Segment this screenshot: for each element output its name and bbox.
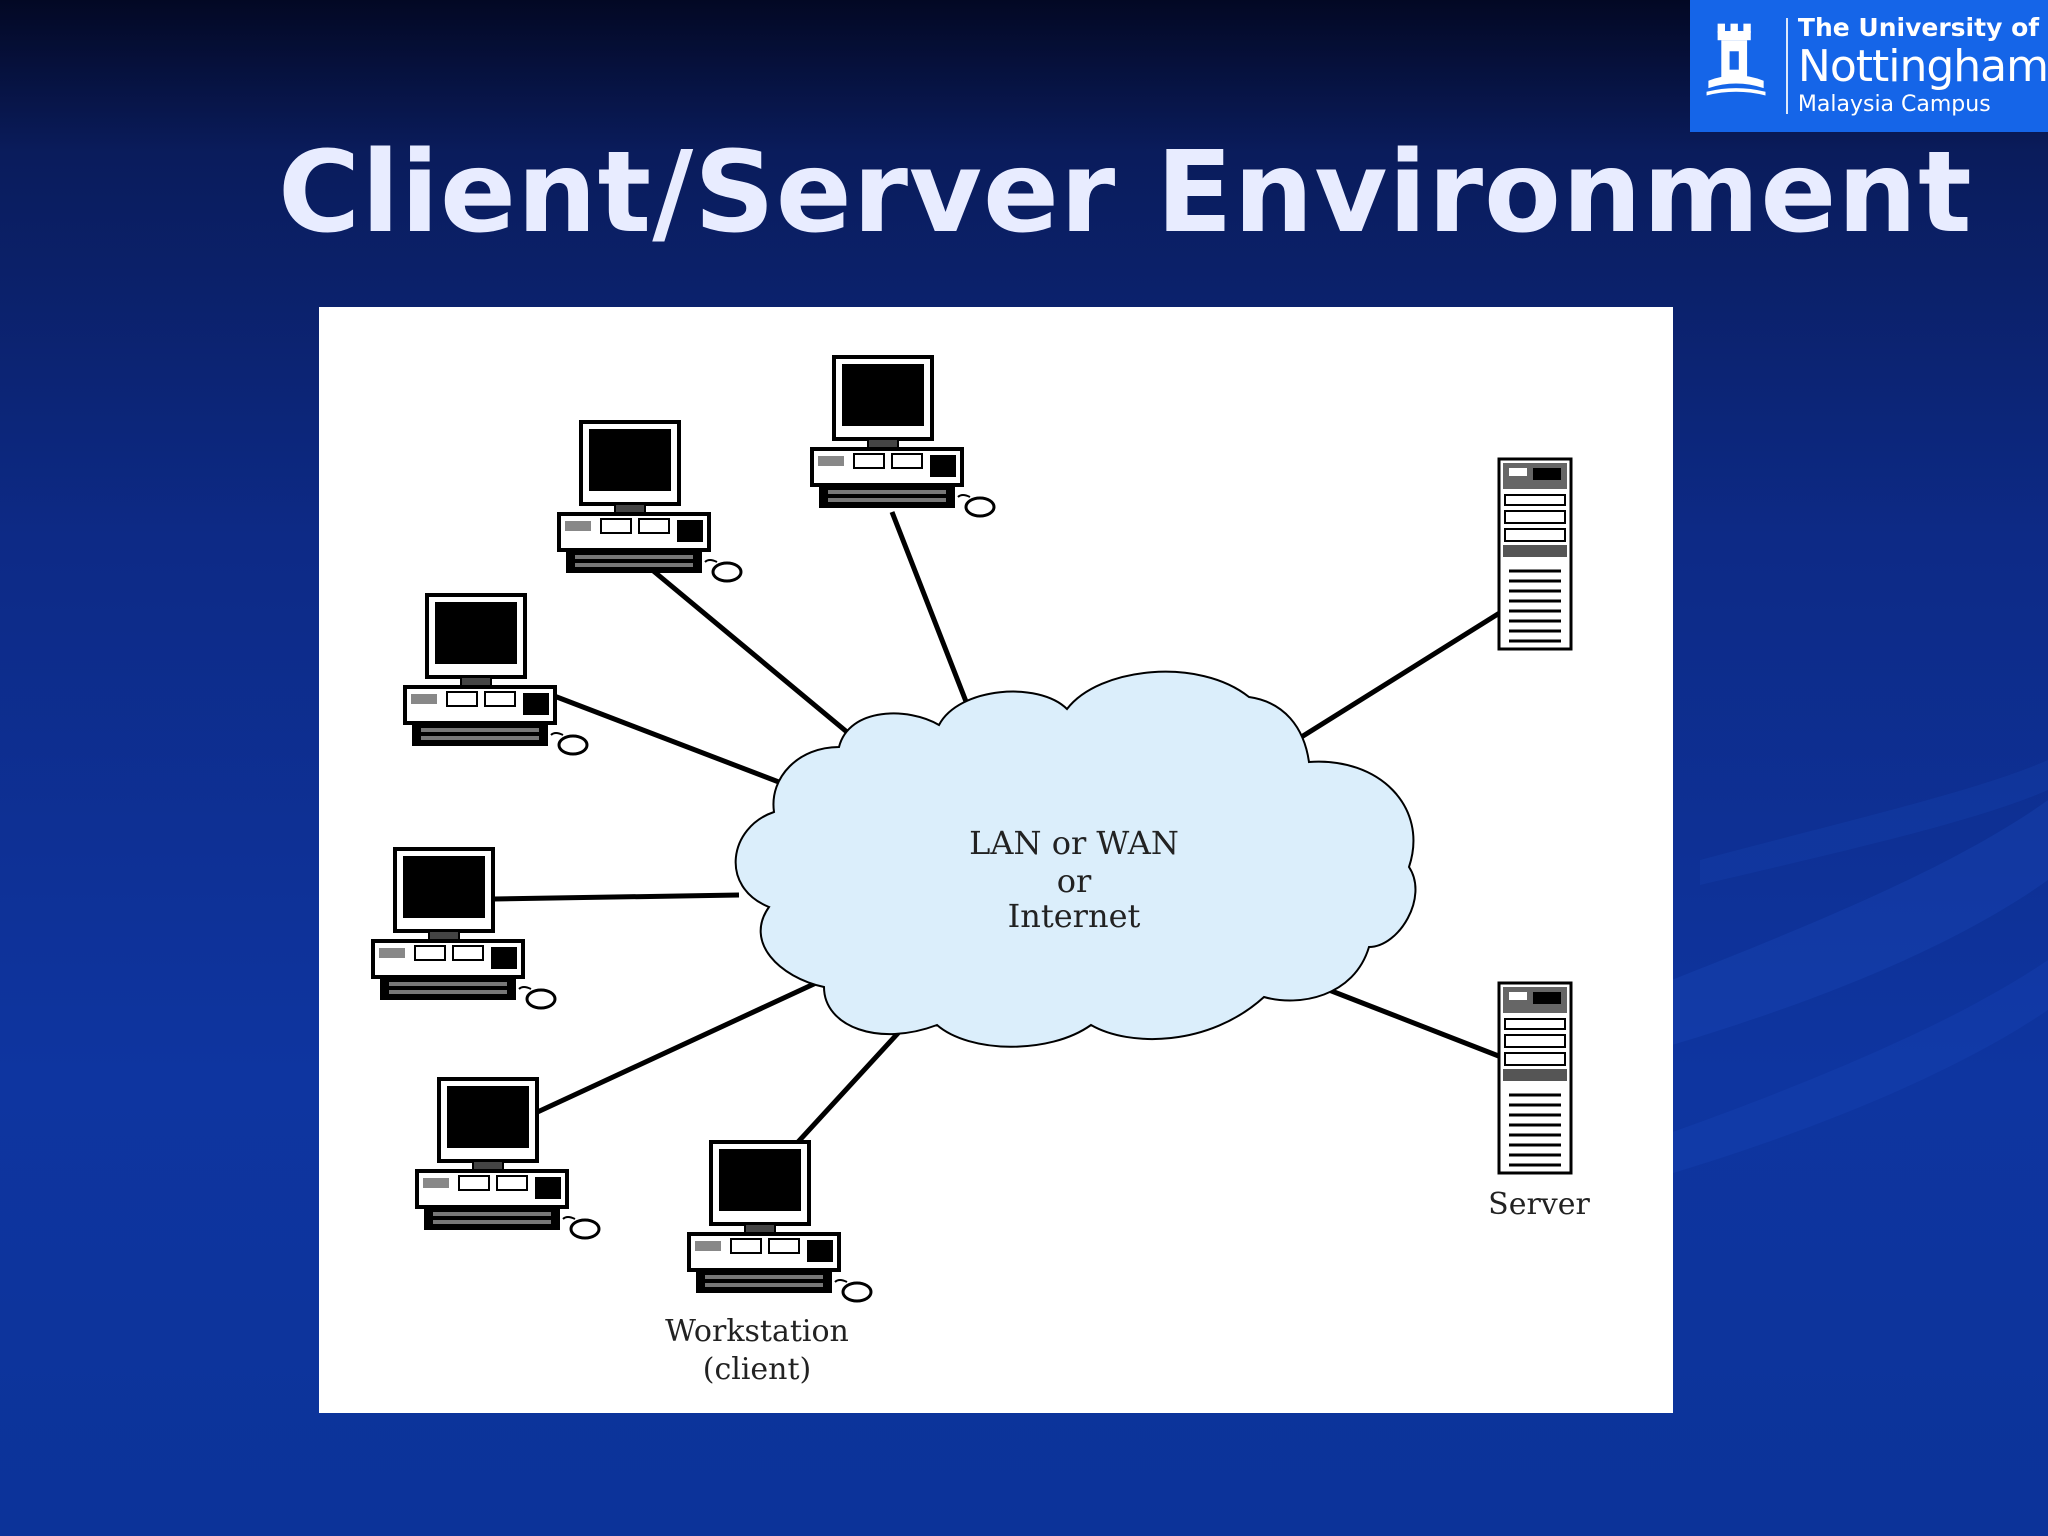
cloud-label-line-2: or (1057, 862, 1092, 900)
network-cloud-icon (734, 670, 1417, 1048)
workstation-icon (415, 1077, 601, 1240)
workstation-label-line-2: (client) (703, 1352, 812, 1387)
server-label: Server (1488, 1187, 1590, 1222)
workstation-icon (810, 355, 996, 518)
server-icon (1497, 981, 1573, 1175)
link (889, 511, 977, 723)
workstation-icon (557, 420, 743, 583)
workstation-label-line-1: Workstation (665, 1314, 849, 1349)
cloud-label-line-3: Internet (1008, 897, 1141, 935)
logo-text: The University of Nottingham Malaysia Ca… (1798, 13, 2048, 119)
link (493, 892, 740, 902)
network-diagram: LAN or WAN or Internet Workstation (clie… (371, 355, 1590, 1387)
cloud-label-line-1: LAN or WAN (969, 824, 1179, 862)
diagram-panel: LAN or WAN or Internet Workstation (clie… (319, 307, 1673, 1413)
slide-title: Client/Server Environment (278, 128, 1973, 258)
logo-line-2: Nottingham (1797, 41, 2048, 92)
link (785, 1030, 901, 1156)
logo-line-3: Malaysia Campus (1797, 92, 1991, 117)
link (1328, 987, 1515, 1065)
logo-line-1: The University of (1797, 13, 2040, 42)
university-logo: The University of Nottingham Malaysia Ca… (1690, 0, 2048, 132)
workstation-icon (403, 593, 589, 756)
castle-crest-icon (1706, 23, 1766, 96)
workstation-icon (687, 1140, 873, 1303)
link (649, 567, 873, 754)
link (529, 974, 831, 1118)
logo-divider (1786, 18, 1788, 114)
workstation-icon (371, 847, 557, 1010)
server-icon (1497, 457, 1573, 651)
